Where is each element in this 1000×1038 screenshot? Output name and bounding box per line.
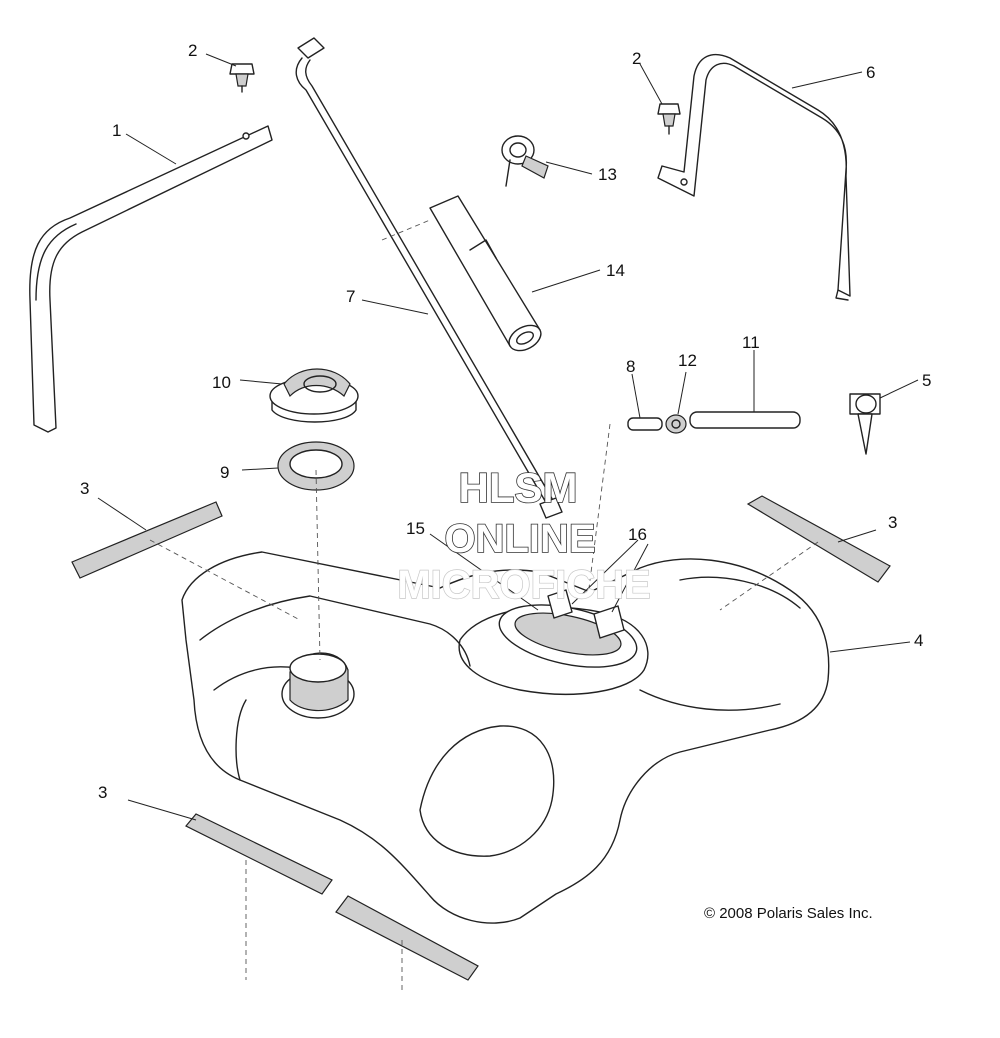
part-1-left-strap — [29, 125, 273, 433]
alignment-lines — [149, 219, 819, 990]
part-14-hose-sleeve — [429, 195, 542, 352]
part-2-bolt-left — [229, 63, 255, 93]
part-10-fuel-cap — [269, 368, 359, 423]
part-7-vent-line — [295, 37, 563, 519]
watermark-line-1: HLSM — [459, 464, 578, 511]
callout-14: 14 — [606, 261, 625, 280]
part-12-hose-clamp — [665, 414, 687, 434]
callout-12: 12 — [678, 351, 697, 370]
callout-3-bottom: 3 — [98, 783, 107, 802]
callout-3-top-right: 3 — [888, 513, 897, 532]
part-3-pad-bottom-a — [185, 813, 333, 895]
watermark-line-3: MICROFICHE — [397, 563, 650, 607]
part-11-long-hose — [689, 411, 801, 429]
callout-15: 15 — [406, 519, 425, 538]
part-8-short-hose — [627, 417, 663, 431]
callout-labels: 1 2 2 3 3 3 4 5 6 7 8 9 10 11 12 13 14 1… — [80, 41, 931, 802]
part-5-clip — [849, 393, 881, 455]
callout-11: 11 — [742, 333, 760, 352]
copyright-notice: © 2008 Polaris Sales Inc. — [704, 905, 873, 922]
callout-5: 5 — [922, 371, 931, 390]
callout-6: 6 — [866, 63, 875, 82]
callout-2-left: 2 — [188, 41, 197, 60]
part-2-bolt-right — [657, 103, 681, 135]
callout-13: 13 — [598, 165, 617, 184]
watermark: HLSM ONLINE MICROFICHE — [397, 463, 652, 608]
callout-3-top-left: 3 — [80, 479, 89, 498]
callout-4: 4 — [914, 631, 923, 650]
watermark-line-2: ONLINE — [444, 517, 595, 561]
part-3-pad-top-left — [71, 501, 223, 579]
callout-7: 7 — [346, 287, 355, 306]
callout-8: 8 — [626, 357, 635, 376]
part-13-clamp — [501, 135, 549, 187]
part-3-pad-top-right — [746, 495, 891, 583]
part-3-pad-bottom-b — [335, 895, 479, 981]
callout-9: 9 — [220, 463, 229, 482]
part-4-fuel-tank — [181, 551, 830, 924]
callout-1: 1 — [112, 121, 121, 140]
callout-10: 10 — [212, 373, 231, 392]
callout-16: 16 — [628, 525, 647, 544]
leader-lines — [97, 53, 919, 821]
part-6-right-strap — [657, 53, 851, 301]
callout-2-right: 2 — [632, 49, 641, 68]
